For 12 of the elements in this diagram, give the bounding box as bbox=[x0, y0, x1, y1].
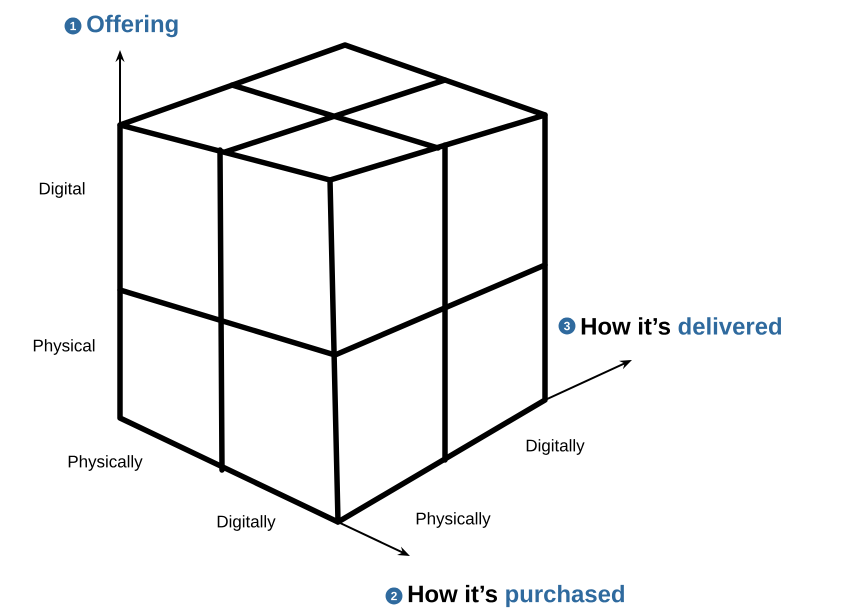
axis-label: Physical bbox=[34, 339, 94, 355]
number-badge: 1 bbox=[64, 18, 82, 34]
axis-label: Digital bbox=[40, 182, 84, 198]
axis-label: Digitally bbox=[526, 439, 585, 455]
axis-label: Physically bbox=[416, 512, 491, 528]
axis-title: Offering bbox=[87, 14, 178, 38]
axis-title: How it’s purchased bbox=[408, 584, 624, 608]
axis-title: How it’s delivered bbox=[582, 317, 782, 335]
axis-label: Digitally bbox=[218, 515, 276, 531]
number-badge: 3 bbox=[558, 318, 576, 334]
number-badge: 2 bbox=[386, 588, 402, 604]
axis-label: Physically bbox=[68, 455, 143, 471]
